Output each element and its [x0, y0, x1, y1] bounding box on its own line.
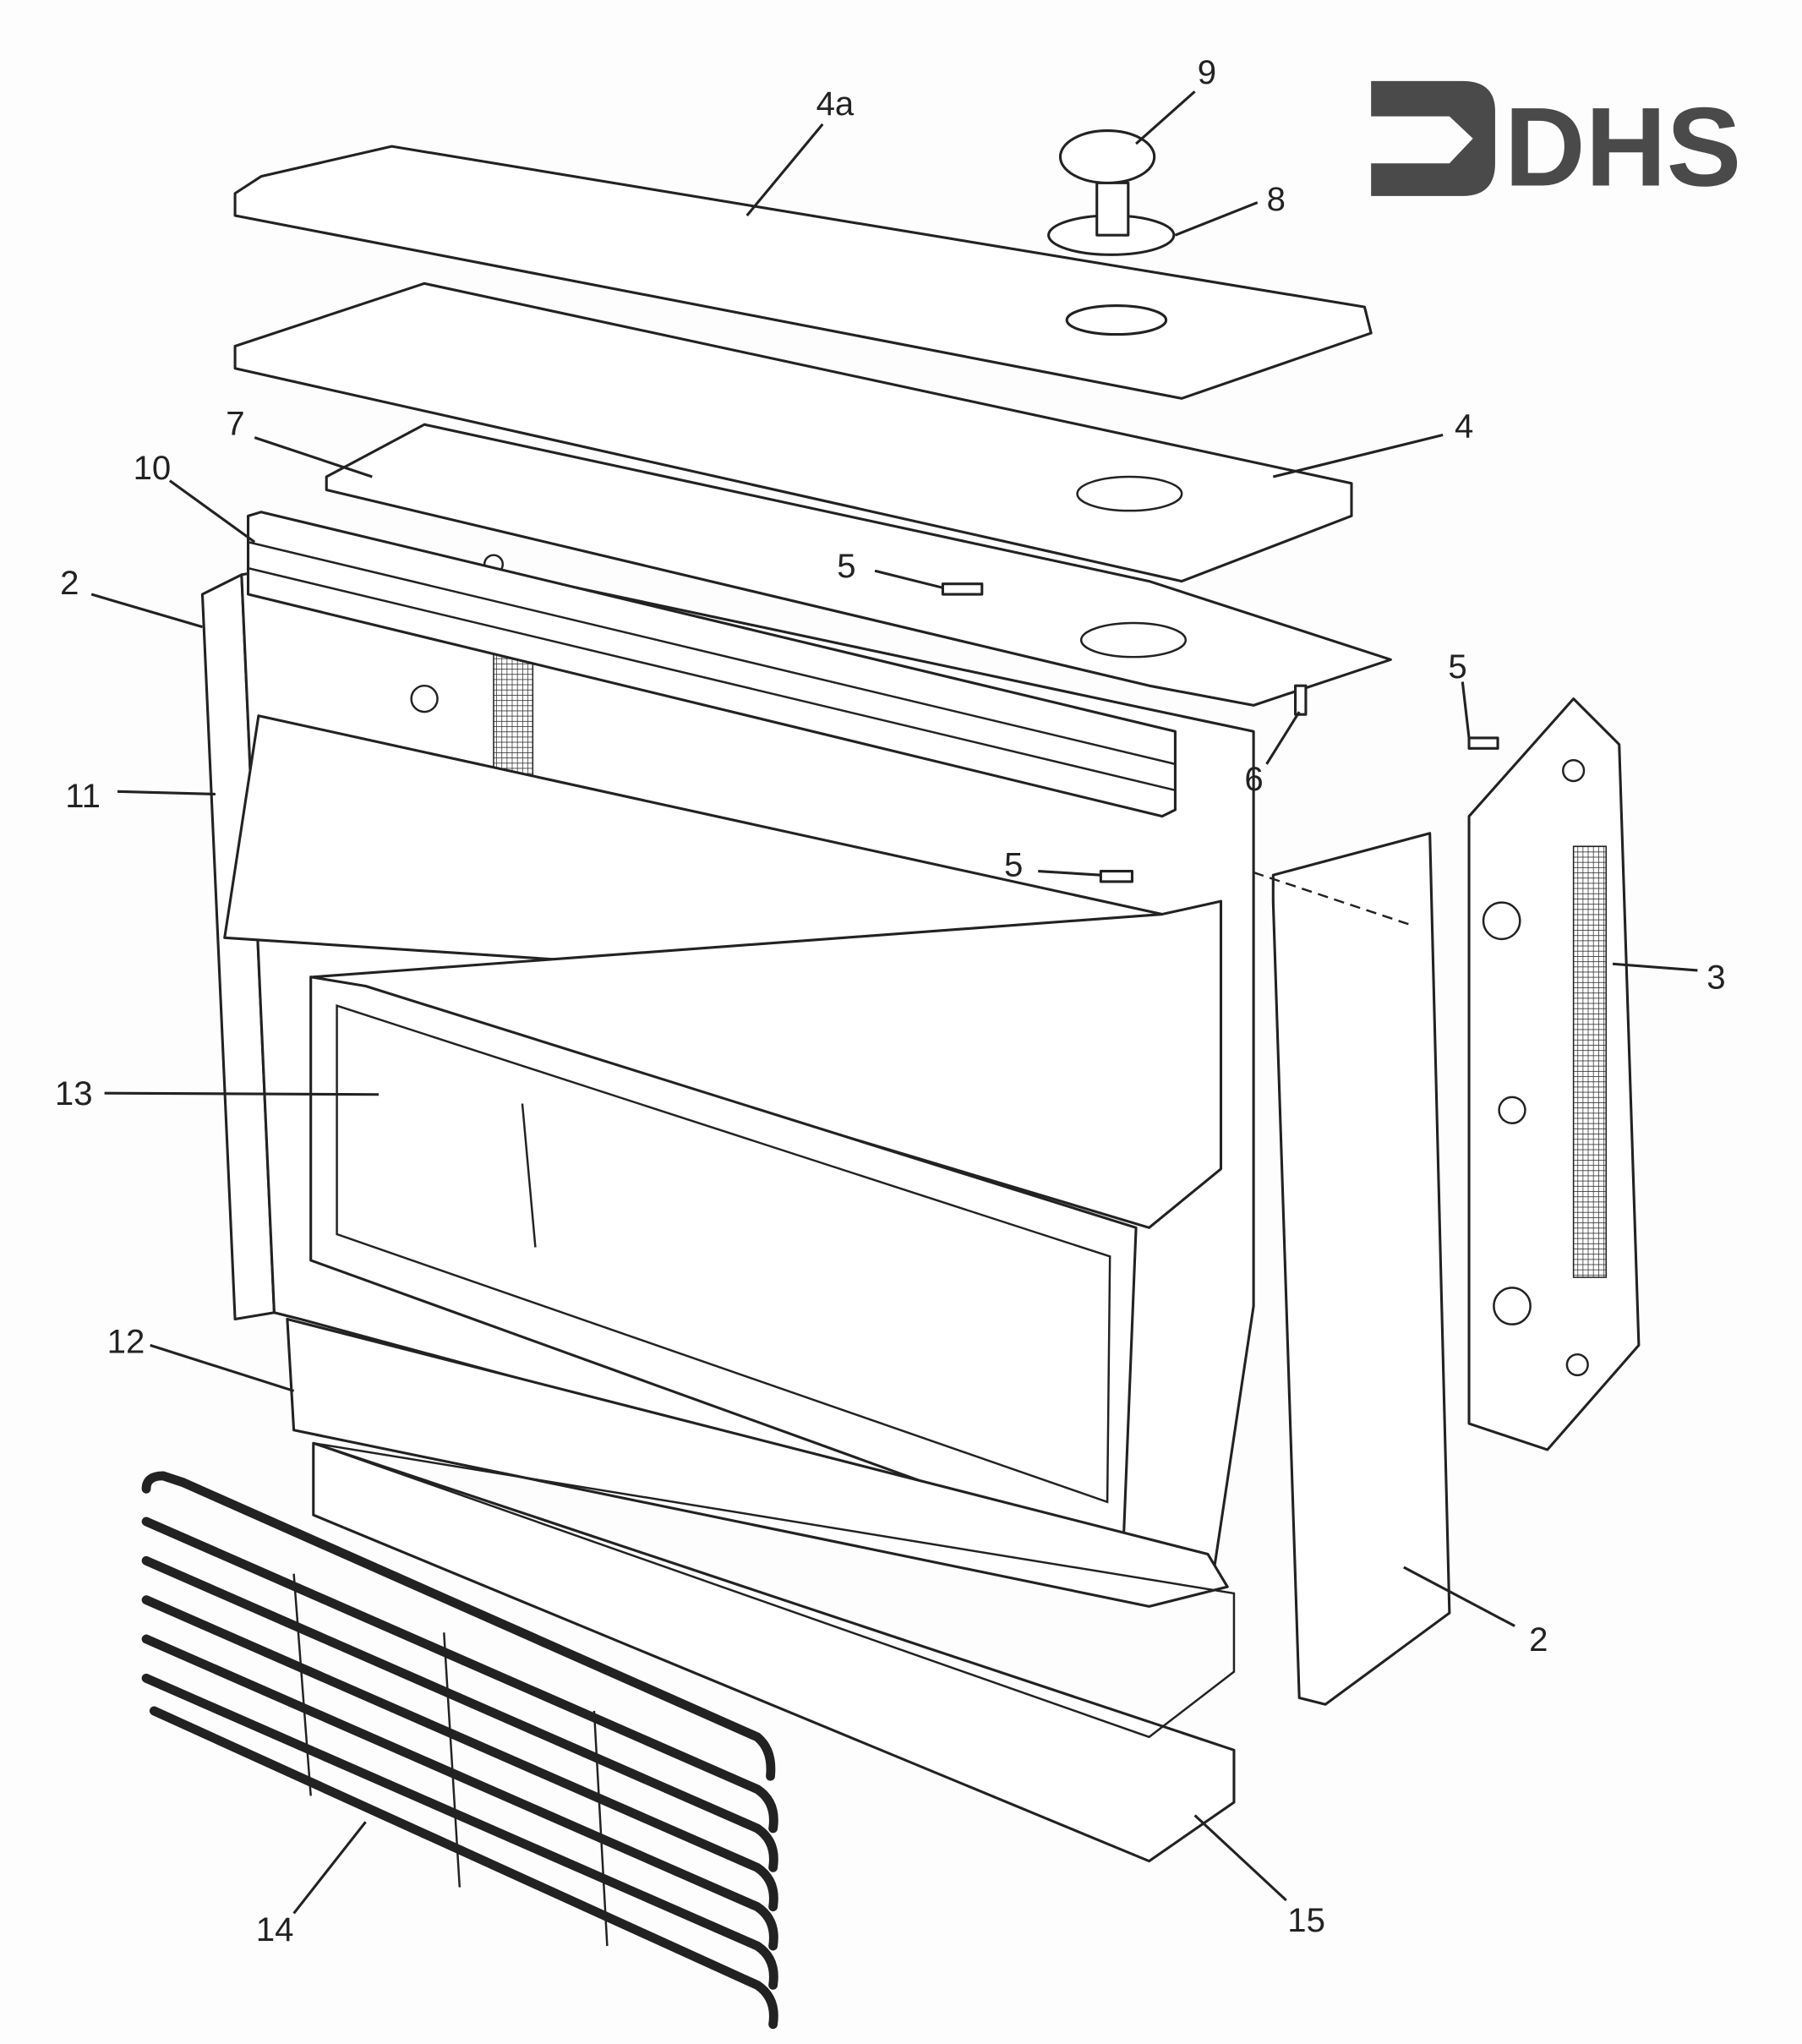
callout-2-right: 2 — [1529, 1620, 1548, 1659]
viewing-window-13 — [309, 976, 1138, 1556]
callout-5-right: 5 — [1448, 648, 1466, 686]
plate-7 — [325, 423, 1392, 707]
callout-13: 13 — [55, 1074, 93, 1112]
air-outlet-10 — [246, 511, 1177, 818]
callout-5-mid: 5 — [1004, 846, 1023, 884]
screws — [941, 582, 1499, 883]
logo-text: DHS — [1504, 85, 1742, 210]
leader-lines — [90, 90, 1698, 1915]
callout-6: 6 — [1244, 760, 1263, 798]
callout-4: 4 — [1455, 407, 1473, 445]
callout-5-top: 5 — [837, 547, 855, 585]
tray-12 — [286, 1317, 1229, 1608]
guard-14 — [141, 1471, 778, 2030]
callout-3: 3 — [1706, 959, 1725, 997]
front-body — [312, 899, 1223, 1229]
lower-trim-15 — [312, 1441, 1236, 1863]
dhs-logo: DHS — [1371, 80, 1742, 210]
side-grill — [1572, 845, 1608, 1278]
callout-2-left: 2 — [60, 564, 79, 602]
control-knob-9 — [1047, 129, 1176, 336]
callout-12: 12 — [107, 1323, 145, 1361]
callout-4a: 4a — [816, 85, 855, 123]
top-panel-4 — [233, 281, 1353, 583]
callout-7: 7 — [226, 405, 244, 443]
callout-10: 10 — [134, 449, 172, 487]
rear-grill — [493, 649, 534, 789]
callout-14: 14 — [256, 1910, 294, 1948]
side-panel-right — [1271, 832, 1451, 1706]
callout-15: 15 — [1287, 1901, 1325, 1939]
callout-11: 11 — [65, 777, 101, 815]
callout-9: 9 — [1198, 53, 1216, 91]
callout-8: 8 — [1267, 180, 1286, 218]
side-panel-3 — [1467, 697, 1641, 1451]
